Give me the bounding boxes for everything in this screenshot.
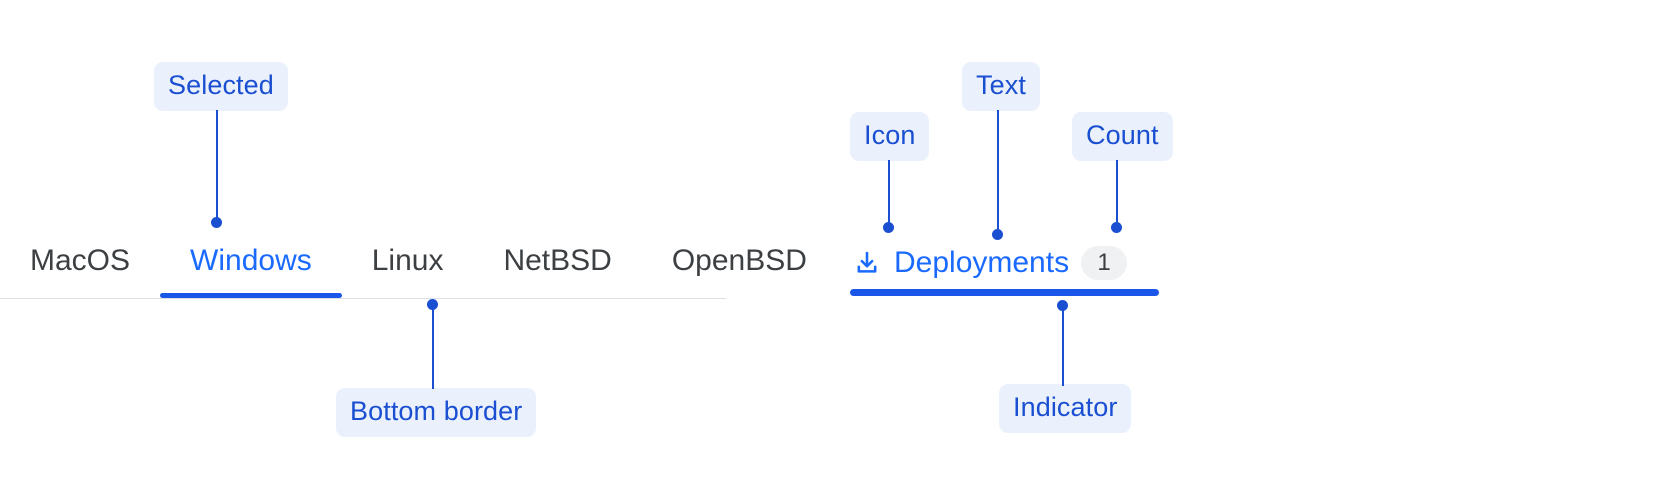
tab-macos-label: MacOS [30, 244, 131, 277]
callout-icon: Icon [850, 112, 930, 161]
tab-windows[interactable]: Windows [160, 246, 342, 298]
tab-deployments-label: Deployments [894, 246, 1070, 279]
tab-deployments[interactable]: Deployments 1 [850, 246, 1160, 296]
callout-count: Count [1072, 112, 1173, 161]
connector-dot-text [992, 229, 1003, 240]
tab-openbsd-label: OpenBSD [671, 244, 807, 277]
tab-deployments-count-badge: 1 [1081, 246, 1128, 280]
tab-netbsd-label: NetBSD [503, 244, 612, 277]
tab-bar-basic: MacOS Windows Linux NetBSD OpenBSD [0, 246, 807, 300]
connector-icon [888, 160, 890, 226]
connector-dot-count [1111, 222, 1122, 233]
connector-dot-icon [883, 222, 894, 233]
callout-text: Text [962, 62, 1040, 111]
tab-openbsd[interactable]: OpenBSD [642, 246, 837, 298]
tab-linux[interactable]: Linux [342, 246, 474, 298]
callout-bottom-border: Bottom border [336, 388, 537, 437]
connector-indicator [1062, 304, 1064, 386]
tab-bar-rich: Deployments 1 [850, 246, 1160, 304]
tab-bar-bottom-border [0, 298, 726, 299]
tab-netbsd[interactable]: NetBSD [473, 246, 641, 298]
callout-selected: Selected [154, 62, 288, 111]
tab-linux-label: Linux [371, 244, 444, 277]
connector-dot-bottom-border [427, 299, 438, 310]
tab-windows-selected-underline [160, 293, 342, 298]
tab-deployments-indicator [850, 289, 1159, 296]
tab-windows-label: Windows [190, 244, 312, 277]
connector-text [997, 110, 999, 233]
connector-bottom-border [432, 305, 434, 389]
connector-selected [216, 110, 218, 221]
connector-dot-indicator [1057, 300, 1068, 311]
callout-indicator: Indicator [999, 384, 1132, 433]
connector-count [1116, 160, 1118, 226]
download-icon [852, 248, 882, 278]
connector-dot-selected [211, 217, 222, 228]
tab-macos[interactable]: MacOS [0, 246, 160, 298]
